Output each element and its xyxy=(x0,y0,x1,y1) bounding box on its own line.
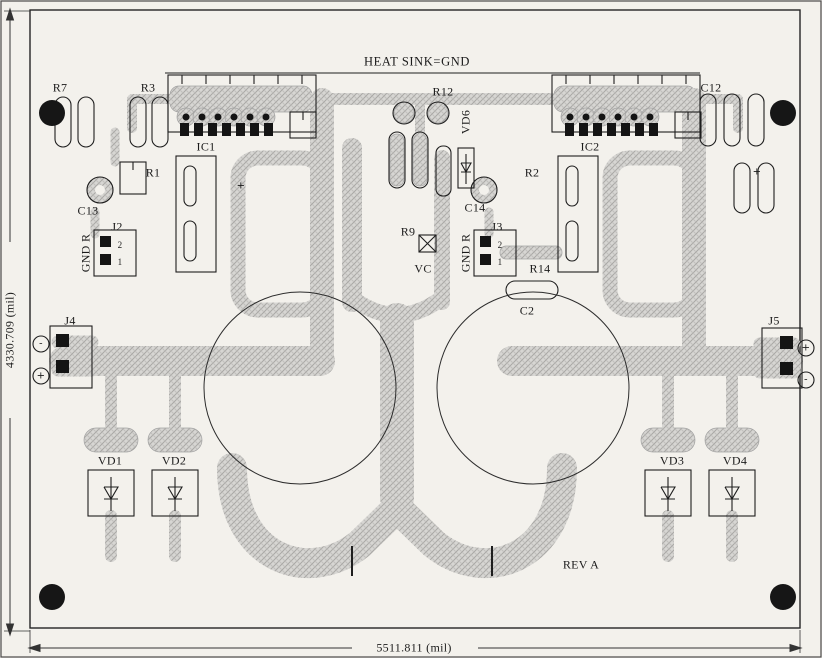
vc-trimmer-outline xyxy=(418,234,437,253)
label-r9: R9 xyxy=(400,224,416,239)
label-rev: REV A xyxy=(562,557,600,572)
pad-layer xyxy=(56,113,793,375)
large-cap-outline-left xyxy=(203,291,397,485)
label-gnd-r-right: GND R xyxy=(458,233,473,273)
label-vc: VC xyxy=(414,261,432,276)
j3-pin1-label: 1 xyxy=(497,257,503,267)
j5-polarity-ring-bottom xyxy=(797,371,815,389)
vd6-outline xyxy=(457,147,475,189)
j5-polarity-plus: + xyxy=(801,342,811,354)
large-cap-outline-right xyxy=(436,291,630,485)
label-vd2: VD2 xyxy=(161,453,187,468)
label-ic2: IC2 xyxy=(580,139,600,154)
j2-outline xyxy=(93,229,137,277)
copper-pour-layer xyxy=(49,85,803,579)
board-outline xyxy=(29,9,801,629)
label-j2: J2 xyxy=(111,219,123,234)
j2-pin2-label: 2 xyxy=(117,240,123,250)
mounting-hole xyxy=(39,584,65,610)
j3-pin2-label: 2 xyxy=(497,240,503,250)
label-c13: C13 xyxy=(77,203,99,218)
mounting-hole xyxy=(770,584,796,610)
mounting-holes xyxy=(39,100,796,610)
label-ic1: IC1 xyxy=(196,139,216,154)
label-r3: R3 xyxy=(140,80,156,95)
label-vd6: VD6 xyxy=(458,109,473,135)
j5-outline xyxy=(761,327,803,389)
label-j3: J3 xyxy=(491,219,503,234)
dimension-annotations xyxy=(4,7,803,653)
label-j5: J5 xyxy=(768,313,780,328)
label-r7: R7 xyxy=(52,80,68,95)
j3-outline xyxy=(473,229,517,277)
bottom-lead-marks xyxy=(351,546,493,576)
j5-polarity-minus: - xyxy=(804,374,808,386)
label-gnd-r-left: GND R xyxy=(78,233,93,273)
j4-polarity-ring-bottom xyxy=(32,367,50,385)
transistor-outlines xyxy=(119,111,702,195)
vd2-outline xyxy=(151,469,199,517)
vd1-outline xyxy=(87,469,135,517)
j4-polarity-plus: + xyxy=(36,370,46,382)
label-vd4: VD4 xyxy=(722,453,748,468)
dimension-width-label: 5511.811 (mil) xyxy=(376,640,452,655)
tall-component-left xyxy=(175,155,217,273)
cap-plus-mark-right: + xyxy=(752,166,762,178)
j4-polarity-ring-top xyxy=(32,335,50,353)
label-heatsink-gnd: HEAT SINK=GND xyxy=(364,54,470,69)
vd3-outline xyxy=(644,469,692,517)
j4-outline xyxy=(49,325,93,389)
j2-pin1-label: 1 xyxy=(117,257,123,267)
dimension-height-label: 4330.709 (mil) xyxy=(2,291,17,369)
label-c2: C2 xyxy=(519,303,535,318)
j5-polarity-ring-top xyxy=(797,339,815,357)
label-j4: J4 xyxy=(64,313,76,328)
label-vd3: VD3 xyxy=(659,453,685,468)
mounting-hole xyxy=(39,100,65,126)
label-r12: R12 xyxy=(432,84,454,99)
mounting-hole xyxy=(770,100,796,126)
j4-polarity-minus: - xyxy=(39,338,43,350)
label-r2: R2 xyxy=(524,165,540,180)
label-c14: C14 xyxy=(464,200,486,215)
label-c12: C12 xyxy=(700,80,722,95)
tall-component-right xyxy=(557,155,599,273)
component-outlines xyxy=(54,93,775,300)
label-vd1: VD1 xyxy=(97,453,123,468)
cap-plus-mark-left: + xyxy=(236,180,246,192)
vd4-outline xyxy=(708,469,756,517)
label-r14: R14 xyxy=(529,261,551,276)
label-r1: R1 xyxy=(145,165,161,180)
